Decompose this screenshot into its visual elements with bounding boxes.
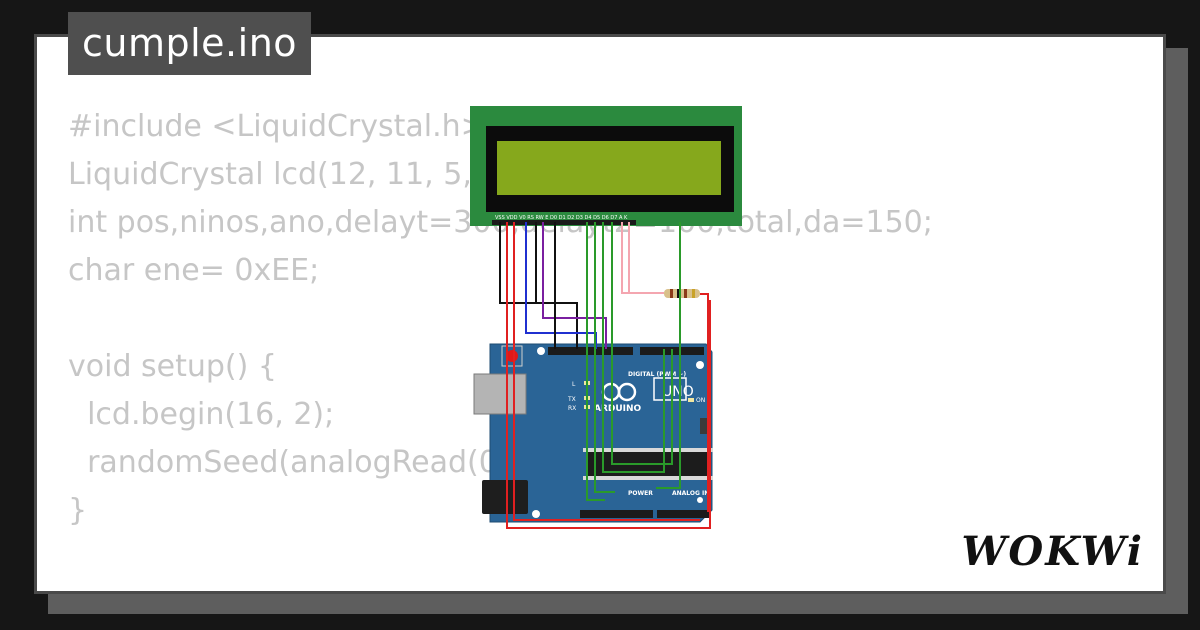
project-filename: cumple.ino [68,12,312,75]
digital-label: DIGITAL (PWM ~) [628,371,686,378]
led-label: TX [567,396,576,403]
led-label: RX [568,405,576,412]
code-line: void loop() { [68,583,933,591]
analog-label: ANALOG IN [672,490,709,497]
code-line [68,535,933,583]
resistor [664,289,700,298]
power-header [580,510,653,518]
usb-port [473,373,527,415]
board-brand: ARDUINO [594,404,642,414]
on-label: ON [696,397,705,404]
code-line: #include <LiquidCrystal.h> [68,109,486,144]
code-line: randomSeed(analogRead(0)); [68,445,532,480]
digital-header-left [548,347,633,355]
wires [499,222,711,529]
lcd-screen [497,141,721,195]
lcd-pin-header [492,220,636,225]
code-line: } [68,493,88,528]
code-line: char ene= 0xEE; [68,253,320,288]
code-line: lcd.begin(16, 2); [68,397,335,432]
arduino-board: UNO ARDUINO DIGITAL (PWM ~) POWER ANALOG… [473,343,713,523]
code-line: void setup() { [68,349,277,384]
lcd-module: VSS VDD V0 RS RW E D0 D1 D2 D3 D4 D5 D6 … [470,106,742,226]
power-label: POWER [628,490,653,497]
analog-header [657,510,710,518]
board-logo: UNO [662,384,694,400]
circuit-diagram: UNO ARDUINO DIGITAL (PWM ~) POWER ANALOG… [470,106,742,529]
lcd-pin-labels: VSS VDD V0 RS RW E D0 D1 D2 D3 D4 D5 D6 … [495,215,628,221]
power-jack [482,480,528,514]
led-label: L [572,381,576,388]
wokwi-logo: WOKWi [961,528,1144,575]
